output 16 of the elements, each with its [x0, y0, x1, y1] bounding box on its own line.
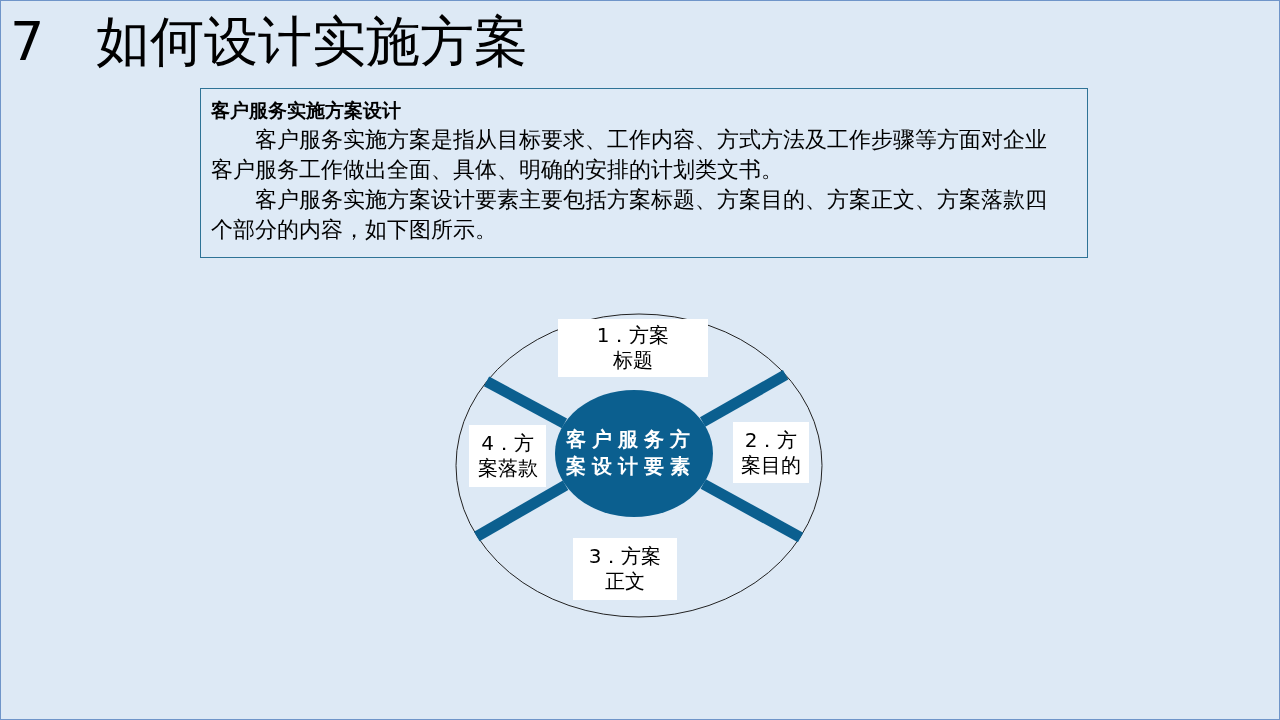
- text-panel: [200, 88, 1088, 258]
- circle-label: 客户服务方案设计要素: [566, 426, 697, 480]
- label-box: 2．方案目的: [733, 422, 809, 483]
- spoke-bar: [699, 370, 789, 427]
- center-circle: [555, 390, 713, 517]
- spoke-bar: [700, 479, 804, 543]
- label-box: 3．方案正文: [573, 538, 677, 600]
- spoke-bar: [474, 480, 569, 542]
- outer-ellipse: [455, 313, 823, 618]
- slide-title: 7 如何设计实施方案: [10, 10, 528, 74]
- label-box: 1．方案标题: [558, 319, 708, 377]
- paragraph: 客户服务实施方案是指从目标要求、工作内容、方式方法及工作步骤等方面对企业客户服务工作做出全面、具体、明确的安排的计划类文书。: [211, 126, 1048, 184]
- panel-heading: 客户服务实施方案设计: [211, 98, 402, 123]
- label-box: 4．方案落款: [469, 425, 546, 487]
- spoke-bar: [483, 376, 568, 429]
- paragraph: 客户服务实施方案设计要素主要包括方案标题、方案目的、方案正文、方案落款四个部分的内容，如下图所示。: [211, 186, 1048, 244]
